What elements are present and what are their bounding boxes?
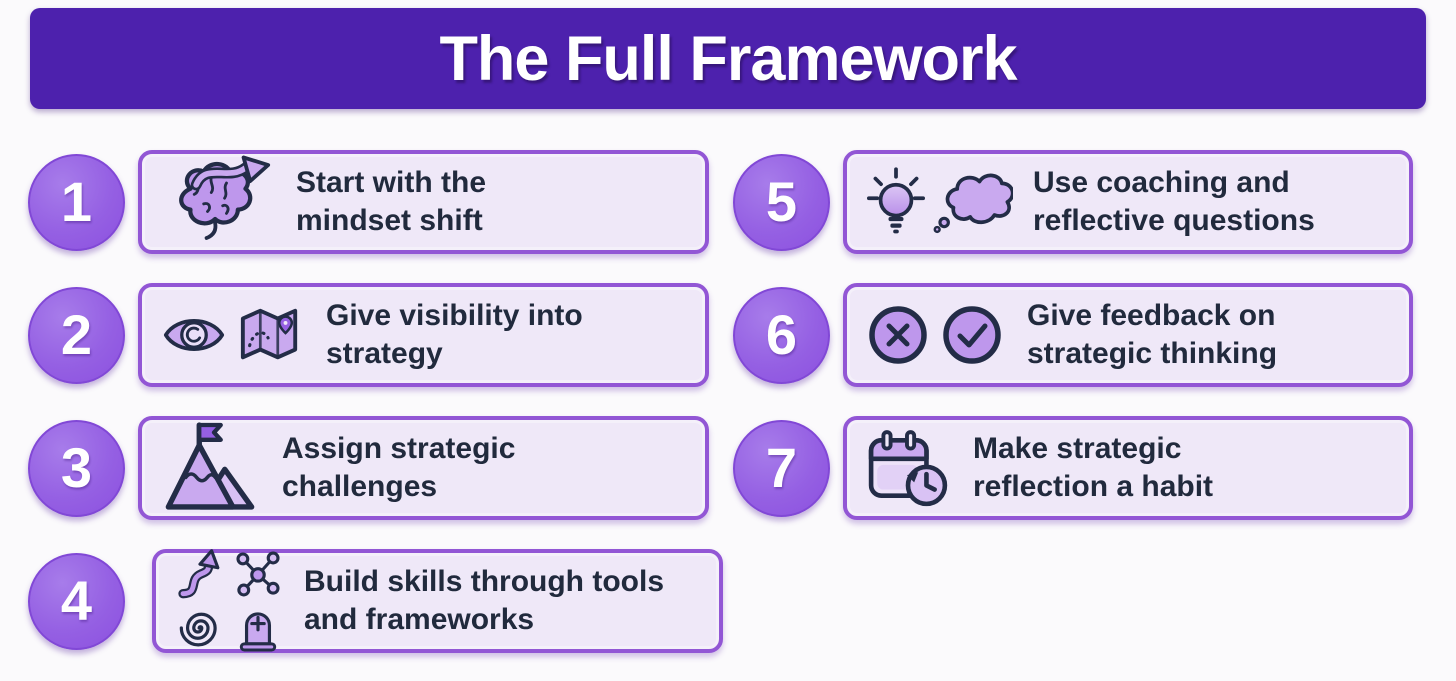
step-3-number-badge: 3 (28, 419, 125, 517)
label-line: strategic thinking (1027, 337, 1278, 370)
label-line: reflective questions (1033, 204, 1315, 237)
step-1-card: Start with the mindset shift (138, 150, 709, 254)
brain-arrow-icon (179, 155, 271, 240)
lightbulb-icon (867, 167, 925, 234)
label-line: Use coaching and (1033, 166, 1290, 199)
step-6-label: Give feedback on strategic thinking (1027, 297, 1277, 373)
label-line: Give feedback on (1027, 299, 1276, 332)
step-7: 7 Make strategic reflection a habit (733, 416, 1413, 520)
step-1-number-badge: 1 (28, 153, 125, 251)
label-line: strategy (326, 337, 443, 370)
step-number: 6 (765, 303, 798, 366)
step-number: 7 (765, 436, 798, 499)
step-4-card: Build skills through tools and framework… (152, 549, 723, 653)
step-3-icons (162, 421, 258, 515)
step-5: 5 (733, 150, 1413, 254)
step-4: Build skills through tools and framework… (28, 549, 723, 653)
network-icon (236, 551, 280, 597)
step-7-number-badge: 7 (733, 419, 830, 517)
step-3-card: Assign strategic challenges (138, 416, 709, 520)
label-line: Build skills through tools (304, 565, 664, 598)
calendar-clock-icon (868, 430, 948, 507)
step-2: 2 Give visibility into strategy (28, 283, 709, 387)
label-line: reflection a habit (973, 470, 1214, 503)
step-5-icons (867, 167, 1013, 237)
label-line: Assign strategic (282, 432, 516, 465)
step-2-icons (162, 305, 302, 365)
label-line: and frameworks (304, 603, 535, 636)
label-line: mindset shift (296, 204, 483, 237)
cross-circle-icon (869, 306, 927, 364)
step-6-icons (867, 304, 1003, 366)
curved-arrow-icon (178, 549, 220, 599)
step-5-number-badge: 5 (733, 153, 830, 251)
step-5-label: Use coaching and reflective questions (1033, 164, 1315, 240)
page-title: The Full Framework (439, 23, 1017, 94)
step-6-card: Give feedback on strategic thinking (843, 283, 1413, 387)
step-6-number-badge: 6 (733, 286, 830, 384)
step-2-number-badge: 2 (28, 286, 125, 384)
spiral-icon (179, 612, 217, 647)
label-line: Make strategic (973, 432, 1182, 465)
step-number: 2 (60, 303, 93, 366)
thought-cloud-icon (933, 173, 1013, 234)
step-2-card: Give visibility into strategy (138, 283, 709, 387)
label-line: Start with the (296, 166, 487, 199)
step-number: 1 (60, 170, 93, 233)
step-4-icons (176, 549, 282, 653)
step-7-label: Make strategic reflection a habit (973, 430, 1213, 506)
step-5-card: Use coaching and reflective questions (843, 150, 1413, 254)
step-number: 4 (60, 569, 93, 632)
mountain-flag-icon (165, 422, 255, 510)
tombstone-icon (239, 612, 277, 652)
label-line: Give visibility into (326, 299, 583, 332)
step-6: 6 Give feedback on strategic thinking (733, 283, 1413, 387)
step-1: 1 Start with the mindset shift (28, 150, 709, 254)
step-7-card: Make strategic reflection a habit (843, 416, 1413, 520)
step-3: 3 Assign strategic challenges (28, 416, 709, 520)
step-7-icons (867, 428, 949, 508)
step-1-icons (162, 154, 272, 250)
step-4-number-badge: 4 (28, 552, 125, 650)
check-circle-icon (943, 306, 1001, 364)
header-banner: The Full Framework (30, 8, 1426, 109)
step-1-label: Start with the mindset shift (296, 164, 486, 240)
step-2-label: Give visibility into strategy (326, 297, 583, 373)
step-number: 5 (765, 170, 798, 233)
map-icon (240, 308, 298, 360)
step-number: 3 (60, 436, 93, 499)
eye-icon (163, 319, 225, 351)
step-4-label: Build skills through tools and framework… (304, 563, 664, 639)
label-line: challenges (282, 470, 438, 503)
step-3-label: Assign strategic challenges (282, 430, 515, 506)
